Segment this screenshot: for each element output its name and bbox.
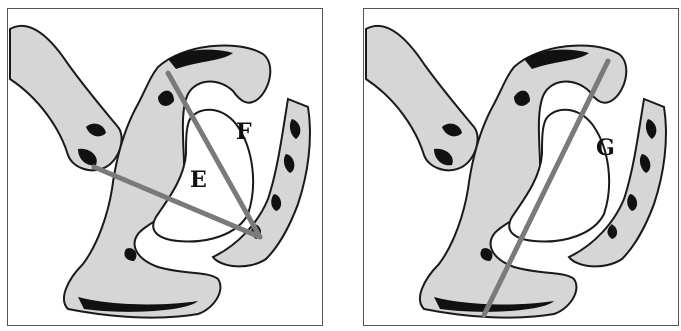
label-e: E (190, 169, 207, 191)
femur-bone (10, 26, 122, 170)
label-g: G (596, 137, 615, 159)
left-pelvis-panel: E F (7, 8, 323, 326)
right-pelvis-drawing (364, 9, 679, 326)
left-pelvis-drawing (8, 9, 323, 326)
label-f: F (236, 121, 252, 143)
femur-bone (366, 26, 478, 170)
right-pelvis-panel: G (363, 8, 679, 326)
